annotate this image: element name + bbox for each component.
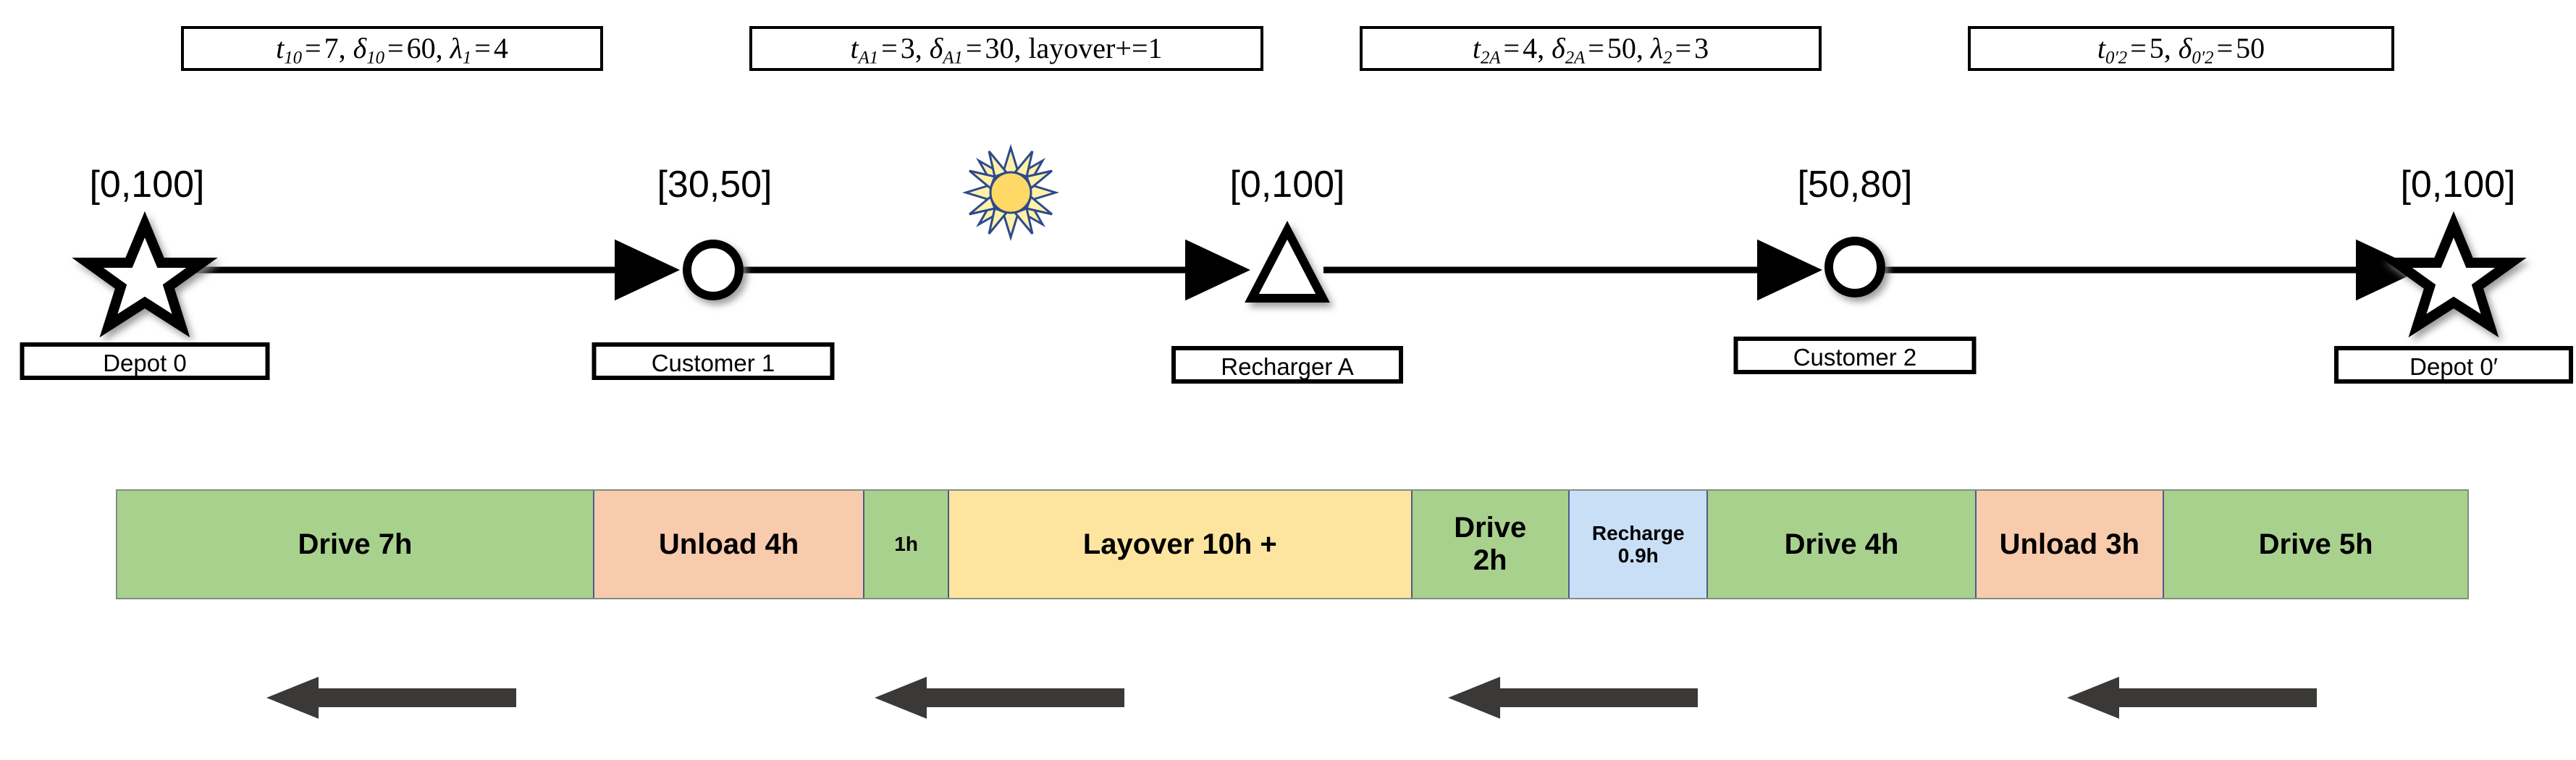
back-arrow-3 [1448,677,1698,719]
node-shape-recharger-a[interactable] [1245,221,1330,303]
formula-tA1-text: tA1=3, δA1=30, layover+=1 [850,32,1163,68]
timeline-segment-unload-3h[interactable]: Unload 3h [1976,491,2165,598]
timeline-segment-label: Unload 3h [1999,528,2140,560]
timeline-segment-label: Drive 4h [1784,528,1899,560]
formula-t2A-text: t2A=4, δ2A=50, λ2=3 [1472,32,1709,68]
formula-box-tA1: tA1=3, δA1=30, layover+=1 [749,26,1263,71]
node-shape-depot0p[interactable] [2381,211,2527,338]
time-window-customer1: [30,50] [657,164,773,206]
timeline-segment-label: 1h [894,533,918,556]
timeline-segment-drive-2h[interactable]: Drive 2h [1412,491,1570,598]
node-shape-customer1[interactable] [683,240,744,300]
back-arrow-2 [875,677,1124,719]
timeline-segment-drive-5h[interactable]: Drive 5h [2164,491,2467,598]
time-window-depot0p: [0,100] [2400,164,2516,206]
formula-box-t10: t10=7, δ10=60, λ1=4 [181,26,603,71]
node-label-customer1[interactable]: Customer 1 [592,342,835,380]
back-arrow-4 [2067,677,2317,719]
node-label-depot0p[interactable]: Depot 0′ [2334,346,2573,384]
formula-box-t2A: t2A=4, δ2A=50, λ2=3 [1360,26,1822,71]
formula-box-t0p2: t0′2=5, δ0′2=50 [1968,26,2394,71]
node-shape-customer2[interactable] [1824,237,1885,297]
timeline-segment-drive-4h[interactable]: Drive 4h [1708,491,1977,598]
node-label-depot0[interactable]: Depot 0 [20,342,270,380]
timeline-segment-label: Recharge 0.9h [1591,521,1685,567]
node-label-recharger-a[interactable]: Recharger A [1171,346,1403,384]
time-window-recharger-a: [0,100] [1229,164,1345,206]
timeline-segment-unload-4h[interactable]: Unload 4h [594,491,865,598]
formula-t0p2-text: t0′2=5, δ0′2=50 [2097,32,2265,68]
back-arrow-1 [266,677,516,719]
formula-t10-text: t10=7, δ10=60, λ1=4 [276,32,508,68]
node-shape-depot0[interactable] [72,211,218,338]
time-window-customer2: [50,80] [1797,164,1913,206]
timeline-segment-label: Drive 2h [1454,512,1527,576]
timeline-segment-drive-7h[interactable]: Drive 7h [117,491,594,598]
timeline-segment-label: Layover 10h + [1082,528,1277,560]
time-window-depot0: [0,100] [89,164,205,206]
schedule-timeline: Drive 7h Unload 4h 1h Layover 10h + Driv… [116,489,2469,599]
node-label-customer2[interactable]: Customer 2 [1733,337,1977,374]
timeline-segment-drive-1h[interactable]: 1h [864,491,950,598]
timeline-segment-layover-10h[interactable]: Layover 10h + [949,491,1413,598]
timeline-segment-label: Drive 5h [2258,528,2373,560]
sun-icon [961,143,1060,242]
timeline-segment-label: Drive 7h [298,528,413,560]
timeline-segment-label: Unload 4h [658,528,799,560]
timeline-segment-recharge-09h[interactable]: Recharge 0.9h [1569,491,1709,598]
